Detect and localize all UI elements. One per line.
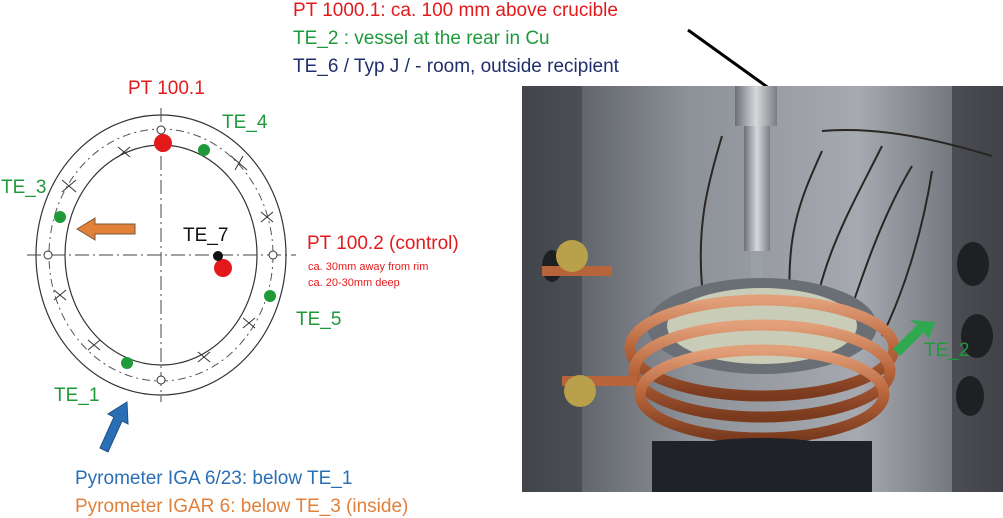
pyrometer-iga-arrow	[99, 401, 129, 453]
label-pt1002-depth: ca. 20-30mm deep	[308, 277, 400, 289]
label-te7: TE_7	[183, 225, 229, 246]
bolt-hole-right	[268, 250, 278, 260]
footer-pyrometer-iga: Pyrometer IGA 6/23: below TE_1	[75, 468, 353, 489]
header-line-te2: TE_2 : vessel at the rear in Cu	[293, 28, 550, 49]
pt1001-sensor	[154, 134, 172, 152]
te7-sensor	[213, 251, 223, 261]
te5-sensor	[264, 290, 276, 302]
bolt-mark-w-upper	[61, 179, 77, 193]
bolt-mark-e-lower	[242, 317, 256, 329]
label-pt1002-distance: ca. 30mm away from rim	[308, 261, 429, 273]
pt1002-sensor	[214, 259, 232, 277]
label-pt1001: PT 100.1	[128, 78, 205, 99]
bolt-mark-se	[197, 351, 211, 363]
chamber-port	[957, 242, 989, 286]
label-te2: TE_2	[924, 340, 970, 361]
bolt-mark-sw	[87, 339, 101, 351]
chamber-port	[961, 314, 993, 358]
holder-shaft	[744, 126, 770, 251]
header-line-te6: TE_6 / Typ J / - room, outside recipient	[293, 56, 619, 77]
holder-shaft-top	[735, 86, 777, 126]
coil-feedthrough	[562, 376, 637, 386]
furnace-photo: TE_2	[522, 86, 1003, 492]
label-te5: TE_5	[296, 309, 342, 330]
te1-sensor	[121, 357, 133, 369]
bolt-mark-ne	[230, 155, 248, 171]
label-te1: TE_1	[54, 385, 100, 406]
bolt-mark-e-upper	[260, 211, 274, 223]
header-line-pt1000: PT 1000.1: ca. 100 mm above crucible	[293, 0, 618, 21]
bolt-hole-left	[43, 250, 53, 260]
pyrometer-igar-arrow	[76, 217, 136, 241]
te2-arrow	[893, 320, 935, 356]
feedthrough-flange	[556, 240, 588, 272]
te3-sensor	[54, 211, 66, 223]
chamber-port	[956, 376, 984, 416]
te4-sensor	[198, 144, 210, 156]
bolt-mark-nw	[117, 146, 131, 158]
bolt-hole-bottom	[156, 375, 166, 385]
bolt-mark-w-lower	[53, 289, 67, 301]
footer-pyrometer-igar: Pyrometer IGAR 6: below TE_3 (inside)	[75, 496, 409, 517]
label-te4: TE_4	[222, 112, 268, 133]
bolt-hole-top	[156, 125, 166, 135]
label-te3: TE_3	[1, 177, 47, 198]
feedthrough-flange	[564, 375, 596, 407]
label-pt1002: PT 100.2 (control)	[307, 233, 459, 254]
